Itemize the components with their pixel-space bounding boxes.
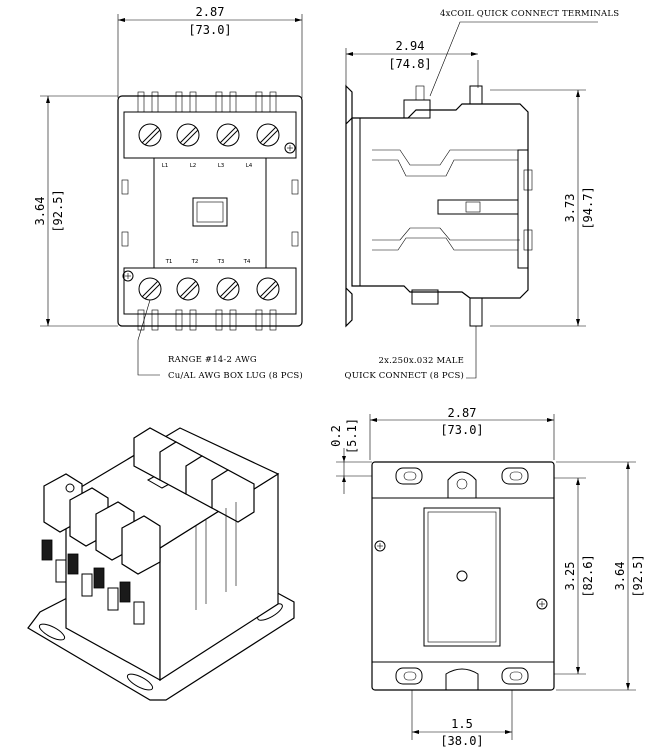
back-mount-slots [395,467,529,685]
back-mount-width-mm: [38.0] [440,734,483,748]
load-qc-tabs [137,309,277,331]
line-qc-tabs [137,91,277,113]
back-height-mm: [92.5] [631,554,645,597]
back-height-dimension: 3.64 [92.5] [556,461,645,691]
front-height-mm: [92.5] [51,189,65,232]
terminal-label-T3: T3 [217,259,225,265]
front-height-in: 3.64 [33,197,47,226]
back-screw-right-icon [536,598,548,610]
terminal-label-L3: L3 [218,163,225,169]
note-lug: Cu/AL AWG BOX LUG (8 PCS) [168,370,303,381]
front-face-panel [153,157,267,269]
front-width-dimension: 2.87 [73.0] [117,5,303,98]
terminal-label-T4: T4 [243,259,251,265]
side-coil-terminal-top [469,85,483,105]
side-width-mm: [74.8] [388,57,431,71]
back-view: 2.87 [73.0] 0.2 [5.1] 3.25 [82.6] 3 [329,406,645,748]
back-offset-mm: [5.1] [345,418,359,454]
back-housing [371,461,555,691]
isometric-view [27,427,295,701]
side-housing [351,103,529,299]
terminal-label-T1: T1 [165,259,173,265]
front-width-mm: [73.0] [188,23,231,37]
side-height-mm: [94.7] [581,186,595,229]
note-qc: QUICK CONNECT (8 PCS) [345,370,464,381]
iso-terminal-blocks [133,427,255,523]
side-width-in: 2.94 [396,39,425,53]
back-offset-in: 0.2 [329,425,343,447]
front-height-dimension: 3.64 [92.5] [33,95,118,327]
side-height-in: 3.73 [563,194,577,223]
note-coil: 4xCOIL QUICK CONNECT TERMINALS [440,9,619,19]
side-view: 2.94 [74.8] 3.73 [94.7] [345,9,620,381]
back-keyhole [447,471,477,498]
terminal-label-L4: L4 [246,163,253,169]
front-screw-bottom-icon [122,270,134,282]
side-mount-plate [345,84,353,328]
front-screw-top-icon [284,142,296,154]
front-width-in: 2.87 [196,5,225,19]
front-housing [117,95,303,327]
note-range: RANGE #14-2 AWG [168,355,257,365]
back-offset-dimension: 0.2 [5.1] [329,418,405,494]
back-height-in: 3.64 [613,562,627,591]
back-mount-width-in: 1.5 [451,717,473,731]
back-width-mm: [73.0] [440,423,483,437]
side-width-dimension: 2.94 [74.8] [345,39,479,110]
back-center-panel [423,507,501,647]
note-male: 2x.250x.032 MALE [379,356,464,366]
side-height-dimension: 3.73 [94.7] [490,89,595,327]
back-mount-height-dimension: 3.25 [82.6] [410,477,595,675]
actuator-window [192,197,228,227]
terminal-label-L1: L1 [162,163,169,169]
back-screw-left-icon [374,540,386,552]
iso-screw-icon [65,483,75,493]
terminal-label-L2: L2 [190,163,197,169]
back-mount-width-dimension: 1.5 [38.0] [411,680,513,748]
iso-front-lugs [41,473,161,625]
back-mount-height-mm: [82.6] [581,554,595,597]
back-width-dimension: 2.87 [73.0] [369,406,555,460]
back-mount-height-in: 3.25 [563,562,577,591]
side-coil-terminal-bottom [469,297,483,327]
front-view: 2.87 [73.0] 3.64 [92.5] [33,5,303,381]
back-width-in: 2.87 [448,406,477,420]
terminal-label-T2: T2 [191,259,199,265]
line-terminal-screws [138,123,280,147]
